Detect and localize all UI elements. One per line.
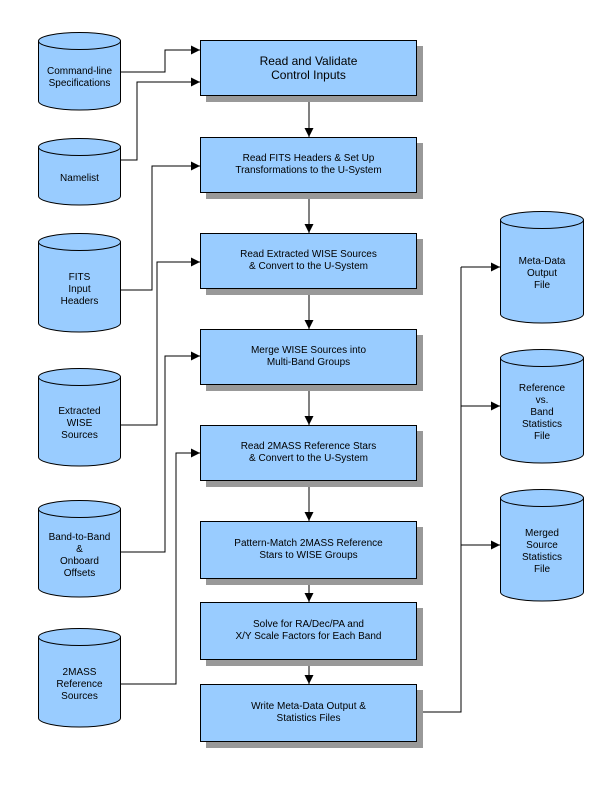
database-cylinder-icon [38,138,121,206]
label-line: FITS [68,271,91,283]
database-cylinder-icon [500,489,584,602]
input-arrow-6 [121,448,200,685]
label-line: Source [526,540,558,551]
input-arrow-1 [121,45,200,73]
database-cylinder-icon [38,500,121,598]
label-line: Write Meta-Data Output & [251,701,366,712]
label-line: WISE [66,418,93,429]
label-line: Read FITS Headers & Set Up [242,153,375,164]
label-line: Multi-Band Groups [266,357,351,368]
process-step-8: Write Meta-Data Output &Statistics Files [200,684,417,742]
label-line: Meta-Data [518,256,566,267]
label-line: vs. [535,395,549,406]
label-line: File [533,431,551,442]
input-store-2: Namelist [38,138,121,206]
label-line: Read and Validate [259,54,358,68]
input-arrow-4 [121,257,200,426]
label-line: Headers [60,295,99,307]
cylinder-label: Namelist [38,156,121,201]
label-line: Namelist [60,172,99,184]
label-line: Command-line [46,66,113,77]
label-line: Solve for RA/Dec/PA and [253,619,364,630]
label-line: Merged [525,528,559,539]
label-line: Merge WISE Sources into [250,345,367,356]
process-step-5: Read 2MASS Reference Stars& Convert to t… [200,425,417,481]
label-line: Stars to WISE Groups [259,550,358,561]
label-line: & [76,543,83,555]
input-arrow-5 [121,351,200,553]
label-line: & Convert to the U-System [249,261,368,272]
input-arrow-3 [121,161,200,291]
label-line: Pattern-Match 2MASS Reference [234,538,383,549]
label-line: 2MASS [62,666,97,678]
label-line: Band [530,407,554,418]
label-line: Extracted [58,406,101,417]
label-line: Reference [56,678,103,690]
label-line: Reference [518,383,566,394]
label-line: Sources [61,430,98,441]
database-cylinder-icon [500,211,584,324]
label-line: Statistics [521,552,562,563]
label-line: Onboard [60,555,99,567]
database-cylinder-icon [38,628,121,728]
label-line: Specifications [48,78,111,89]
label-line: & Convert to the U-System [249,453,368,464]
label-line: Offsets [63,567,96,579]
label-line: Read 2MASS Reference Stars [240,441,377,452]
label-line: File [533,280,551,291]
label-line: Band-to-Band [48,531,111,543]
label-line: Read Extracted WISE Sources [240,249,377,260]
label-line: Output [526,268,558,279]
label-line: Statistics [521,419,562,430]
label-line: X/Y Scale Factors for Each Band [235,631,382,642]
input-arrow-2 [121,77,200,161]
process-step-3: Read Extracted WISE Sources& Convert to … [200,233,417,289]
database-cylinder-icon [500,349,584,464]
label-line: Control Inputs [271,68,346,82]
label-line: Input [68,283,91,295]
label-line: Sources [61,690,98,702]
label-line: Statistics Files [276,713,341,724]
output-trunk [417,267,462,713]
database-cylinder-icon [38,368,121,467]
label-line: File [533,564,551,575]
label-line: Transformations to the U-System [235,165,382,176]
database-cylinder-icon [38,32,121,111]
database-cylinder-icon [38,233,121,333]
